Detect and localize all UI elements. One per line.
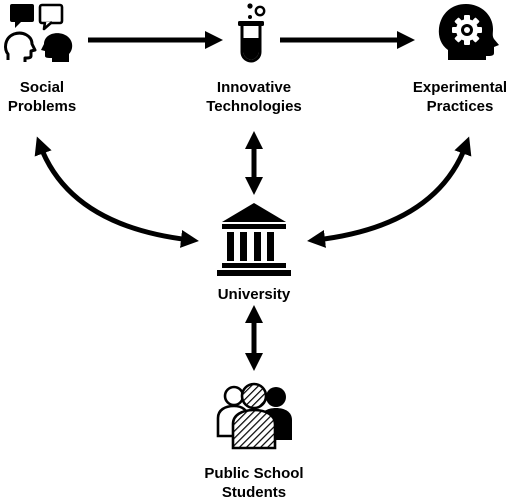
social-problems-line2: Problems	[7, 98, 77, 115]
public-school-students-line1: Public School	[204, 465, 304, 482]
public-school-students-line2: Students	[221, 484, 287, 501]
social-problems-line1: Social	[19, 79, 65, 96]
arrow-experimental-university	[307, 136, 472, 248]
node-experimental-practices-label: Experimental Practices	[400, 78, 520, 116]
experimental-practices-line1: Experimental	[412, 79, 508, 96]
test-tube-icon	[238, 3, 266, 63]
student-group-icon	[216, 382, 292, 450]
innovative-technologies-line1: Innovative	[216, 79, 292, 96]
node-social-problems-label: Social Problems	[2, 78, 82, 116]
node-innovative-technologies-label: Innovative Technologies	[194, 78, 314, 116]
node-public-school-students-label: Public School Students	[184, 464, 324, 502]
university-line1: University	[217, 286, 291, 303]
people-talking-icon	[4, 3, 73, 62]
innovative-technologies-line2: Technologies	[206, 98, 302, 115]
node-university-label: University	[194, 285, 314, 304]
arrow-social-university	[34, 136, 199, 248]
university-building-icon	[217, 203, 291, 276]
experimental-practices-line2: Practices	[426, 98, 494, 115]
head-gear-icon	[438, 4, 499, 60]
